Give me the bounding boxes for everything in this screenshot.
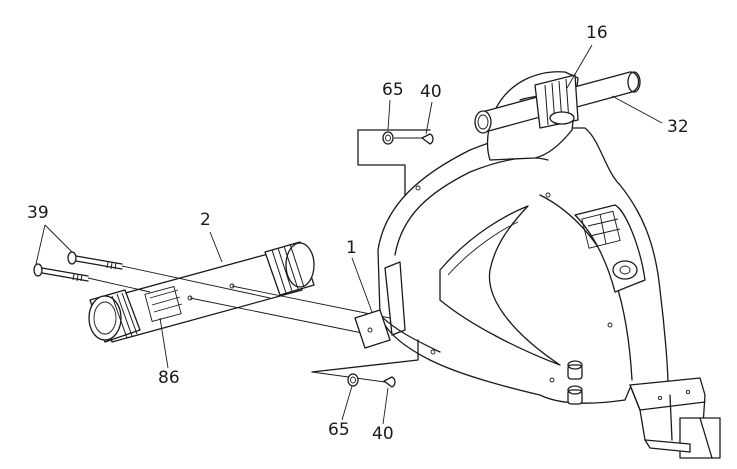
callout-65-top: 65 [382,80,404,100]
callout-40-top: 40 [420,82,442,102]
callout-40-bottom: 40 [372,424,394,444]
callout-39: 39 [27,203,49,223]
callout-16: 16 [586,23,608,43]
top-fastener-set [357,129,434,196]
callout-86: 86 [158,368,180,388]
callout-1: 1 [346,238,357,258]
callout-32: 32 [667,117,689,137]
callout-2: 2 [200,210,211,230]
callout-leaders [35,44,663,425]
front-stabilizer-2 [88,241,315,343]
callout-65-bottom: 65 [328,420,350,440]
handle-clamp-16 [534,74,579,129]
main-frame [377,71,721,459]
assembly-guide-lines [87,265,419,388]
bolts-39 [33,251,123,282]
